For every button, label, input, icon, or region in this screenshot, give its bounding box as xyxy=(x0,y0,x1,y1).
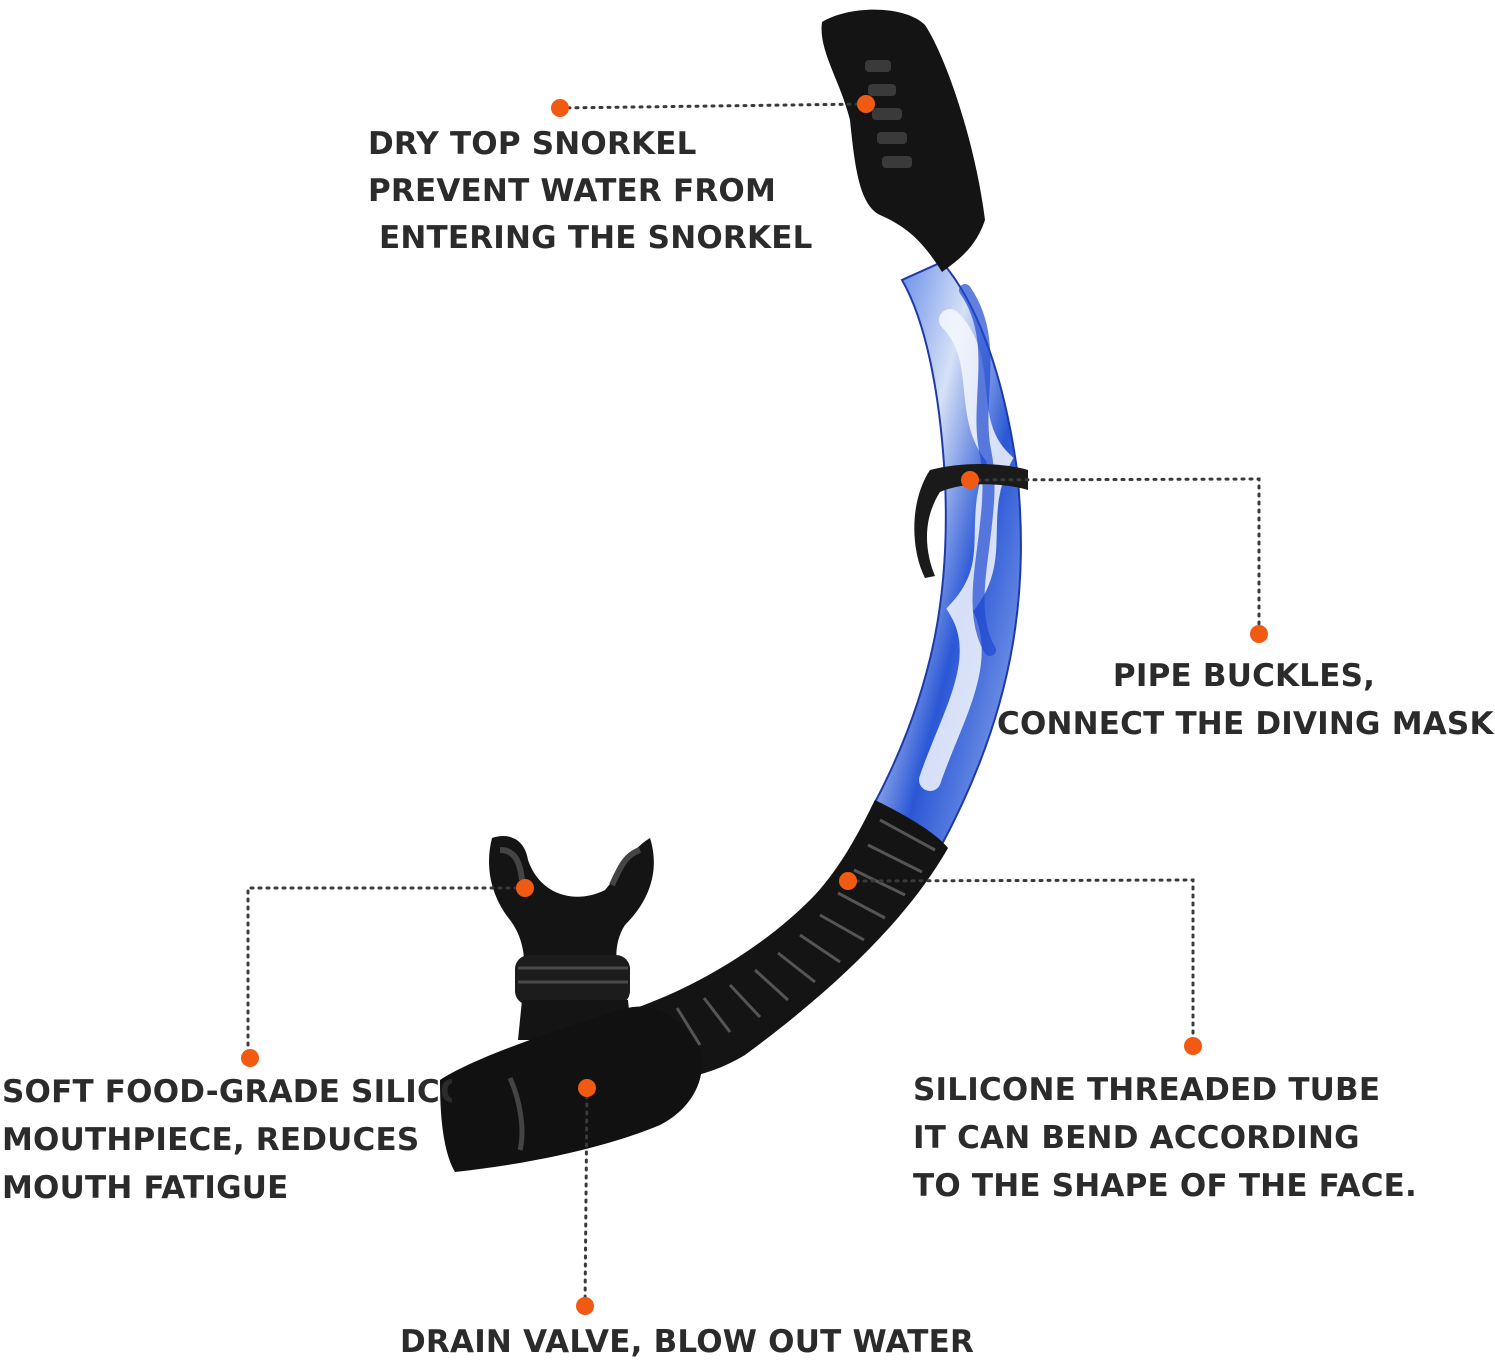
callout-line: CONNECT THE DIVING MASK xyxy=(997,706,1494,742)
callout-mouthpiece: SOFT FOOD-GRADE SILICONE MOUTHPIECE, RED… xyxy=(2,1068,452,1212)
mouthpiece-collar xyxy=(515,955,630,1005)
callout-line: PIPE BUCKLES, xyxy=(1112,658,1376,694)
marker-mouthpiece-part xyxy=(516,879,534,897)
callout-line: TO THE SHAPE OF THE FACE. xyxy=(913,1168,1417,1204)
marble-swirl-blue xyxy=(959,284,996,656)
marker-threaded-tube-label xyxy=(1184,1037,1202,1055)
leader-pipe-buckle xyxy=(968,477,1261,636)
marker-drain-valve-label xyxy=(576,1297,594,1315)
dry-top-vents xyxy=(865,60,912,168)
drain-valve-housing xyxy=(440,1006,702,1172)
marker-drain-valve-part xyxy=(578,1079,596,1097)
callout-threaded-tube: SILICONE THREADED TUBE IT CAN BEND ACCOR… xyxy=(913,1066,1417,1210)
leader-lines xyxy=(246,102,1261,1308)
callout-pipe-buckle: PIPE BUCKLES, CONNECT THE DIVING MASK xyxy=(997,652,1494,748)
leader-mouthpiece xyxy=(246,886,527,1060)
callout-line: DRAIN VALVE, BLOW OUT WATER xyxy=(400,1324,975,1360)
callout-dry-top: DRY TOP SNORKEL PREVENT WATER FROM ENTER… xyxy=(368,121,813,262)
tube-ridges xyxy=(675,818,936,1046)
callout-line: DRY TOP SNORKEL xyxy=(368,126,697,162)
callout-line: MOUTH FATIGUE xyxy=(2,1170,289,1206)
callout-line: SILICONE THREADED TUBE xyxy=(913,1072,1381,1108)
valve-highlight xyxy=(507,1076,525,1151)
callout-line: SOFT FOOD-GRADE SILICONE xyxy=(2,1074,452,1110)
marker-dry-top-part xyxy=(857,95,875,113)
marker-pipe-buckle-part xyxy=(961,471,979,489)
threaded-flex-tube xyxy=(630,800,948,1080)
callout-line: IT CAN BEND ACCORDING xyxy=(913,1120,1360,1156)
marker-threaded-tube-part xyxy=(839,872,857,890)
marker-dry-top-label xyxy=(551,99,569,117)
mouthpiece-lip-guard xyxy=(499,847,642,887)
callout-line: MOUTHPIECE, REDUCES xyxy=(2,1122,420,1158)
marker-pipe-buckle-label xyxy=(1250,625,1268,643)
marker-mouthpiece-label xyxy=(241,1049,259,1067)
callout-line: ENTERING THE SNORKEL xyxy=(368,220,813,256)
leader-dry-top xyxy=(558,102,868,110)
callout-line: PREVENT WATER FROM xyxy=(368,173,777,209)
callout-markers xyxy=(241,95,1268,1315)
leader-threaded-tube xyxy=(846,878,1195,1048)
leader-drain-valve xyxy=(583,1086,589,1308)
callout-drain-valve: DRAIN VALVE, BLOW OUT WATER xyxy=(400,1318,974,1366)
pipe-buckle-clip xyxy=(914,464,1028,578)
